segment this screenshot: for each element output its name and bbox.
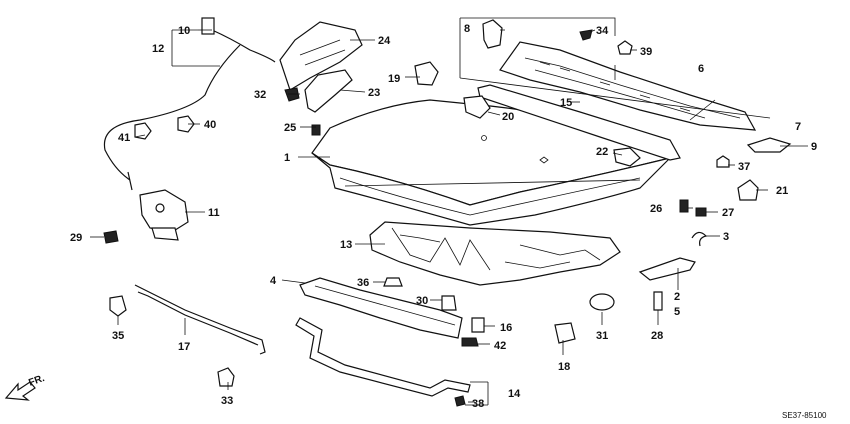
callout-42: 42 xyxy=(494,340,506,352)
grommet-31 xyxy=(589,293,615,311)
callout-32: 32 xyxy=(254,89,266,101)
callout-8: 8 xyxy=(464,23,470,35)
callout-22: 22 xyxy=(596,146,608,158)
callout-6: 6 xyxy=(698,63,704,75)
callout-16: 16 xyxy=(500,322,512,334)
callout-30: 30 xyxy=(416,295,428,307)
callout-17: 17 xyxy=(178,341,190,353)
callout-34: 34 xyxy=(596,25,609,37)
callout-40: 40 xyxy=(204,119,216,131)
callout-37: 37 xyxy=(738,161,750,173)
callout-2: 2 xyxy=(674,291,680,303)
callout-29: 29 xyxy=(70,232,82,244)
clip-38 xyxy=(454,395,466,407)
grommet-37 xyxy=(716,155,730,168)
callout-39: 39 xyxy=(640,46,652,58)
callout-38: 38 xyxy=(472,398,484,410)
callout-31: 31 xyxy=(596,330,608,342)
callouts: 1 2 3 4 5 6 7 8 9 10 11 12 13 14 15 16 1… xyxy=(70,23,817,410)
bracket-9 xyxy=(746,137,792,153)
callout-27: 27 xyxy=(722,207,734,219)
callout-18: 18 xyxy=(558,361,570,373)
bracket-8-clip xyxy=(482,19,503,49)
windshield-seal xyxy=(477,84,681,161)
callout-21: 21 xyxy=(776,185,788,197)
callout-25: 25 xyxy=(284,122,296,134)
support-rod-17 xyxy=(134,284,266,355)
bracket-19 xyxy=(414,61,439,86)
callout-33: 33 xyxy=(221,395,233,407)
fasteners xyxy=(103,19,792,407)
diagram-code: SE37-85100 xyxy=(782,411,827,420)
screw-34 xyxy=(579,29,593,41)
front-arrow-label: FR. xyxy=(27,373,46,389)
clip-41 xyxy=(134,122,152,140)
callout-20: 20 xyxy=(502,111,514,123)
callout-19: 19 xyxy=(388,73,400,85)
clip-33 xyxy=(217,367,235,387)
clip-18 xyxy=(554,322,576,344)
callout-1: 1 xyxy=(284,152,290,164)
hood-latch xyxy=(139,189,189,241)
bolt-29 xyxy=(103,230,119,244)
bolt-28 xyxy=(653,291,663,311)
callout-26: 26 xyxy=(650,203,662,215)
hood-hinge-24 xyxy=(279,21,363,91)
callout-7: 7 xyxy=(795,121,801,133)
bracket-21 xyxy=(737,179,759,201)
callout-14: 14 xyxy=(508,388,521,400)
bracket-22 xyxy=(613,147,641,167)
callout-11: 11 xyxy=(208,207,220,219)
callout-5: 5 xyxy=(674,306,680,318)
callout-41: 41 xyxy=(118,132,130,144)
callout-9: 9 xyxy=(811,141,817,153)
bracket-20 xyxy=(463,95,491,119)
callout-23: 23 xyxy=(368,87,380,99)
clip-35 xyxy=(109,295,127,317)
hood-support-rod xyxy=(295,317,471,397)
clip-40 xyxy=(177,115,195,133)
spring-16 xyxy=(471,317,485,333)
callout-13: 13 xyxy=(340,239,352,251)
hood-insulator xyxy=(369,221,621,286)
clip-32 xyxy=(284,87,300,102)
callout-12: 12 xyxy=(152,43,164,55)
callout-36: 36 xyxy=(357,277,369,289)
hood-release-cable xyxy=(103,17,276,191)
grommet-42 xyxy=(461,337,479,347)
callout-35: 35 xyxy=(112,330,124,342)
bolt-25 xyxy=(311,124,321,136)
bolt-26 xyxy=(679,199,689,213)
clip-39 xyxy=(617,40,633,55)
clip-30 xyxy=(441,295,457,311)
callout-24: 24 xyxy=(378,35,391,47)
callout-28: 28 xyxy=(651,330,663,342)
callout-15: 15 xyxy=(560,97,572,109)
nut-27 xyxy=(695,207,707,217)
clip-3 xyxy=(691,231,708,247)
group-brackets xyxy=(171,17,771,406)
hood-seal-4 xyxy=(299,277,463,339)
hood-hinge-23 xyxy=(304,69,353,113)
hood-hinge-bracket xyxy=(638,257,696,281)
front-arrow: FR. xyxy=(4,373,46,401)
callout-4: 4 xyxy=(270,275,277,287)
callout-10: 10 xyxy=(178,25,190,37)
grommet-36 xyxy=(383,277,403,287)
callout-3: 3 xyxy=(723,231,729,243)
leader-lines xyxy=(90,29,808,403)
